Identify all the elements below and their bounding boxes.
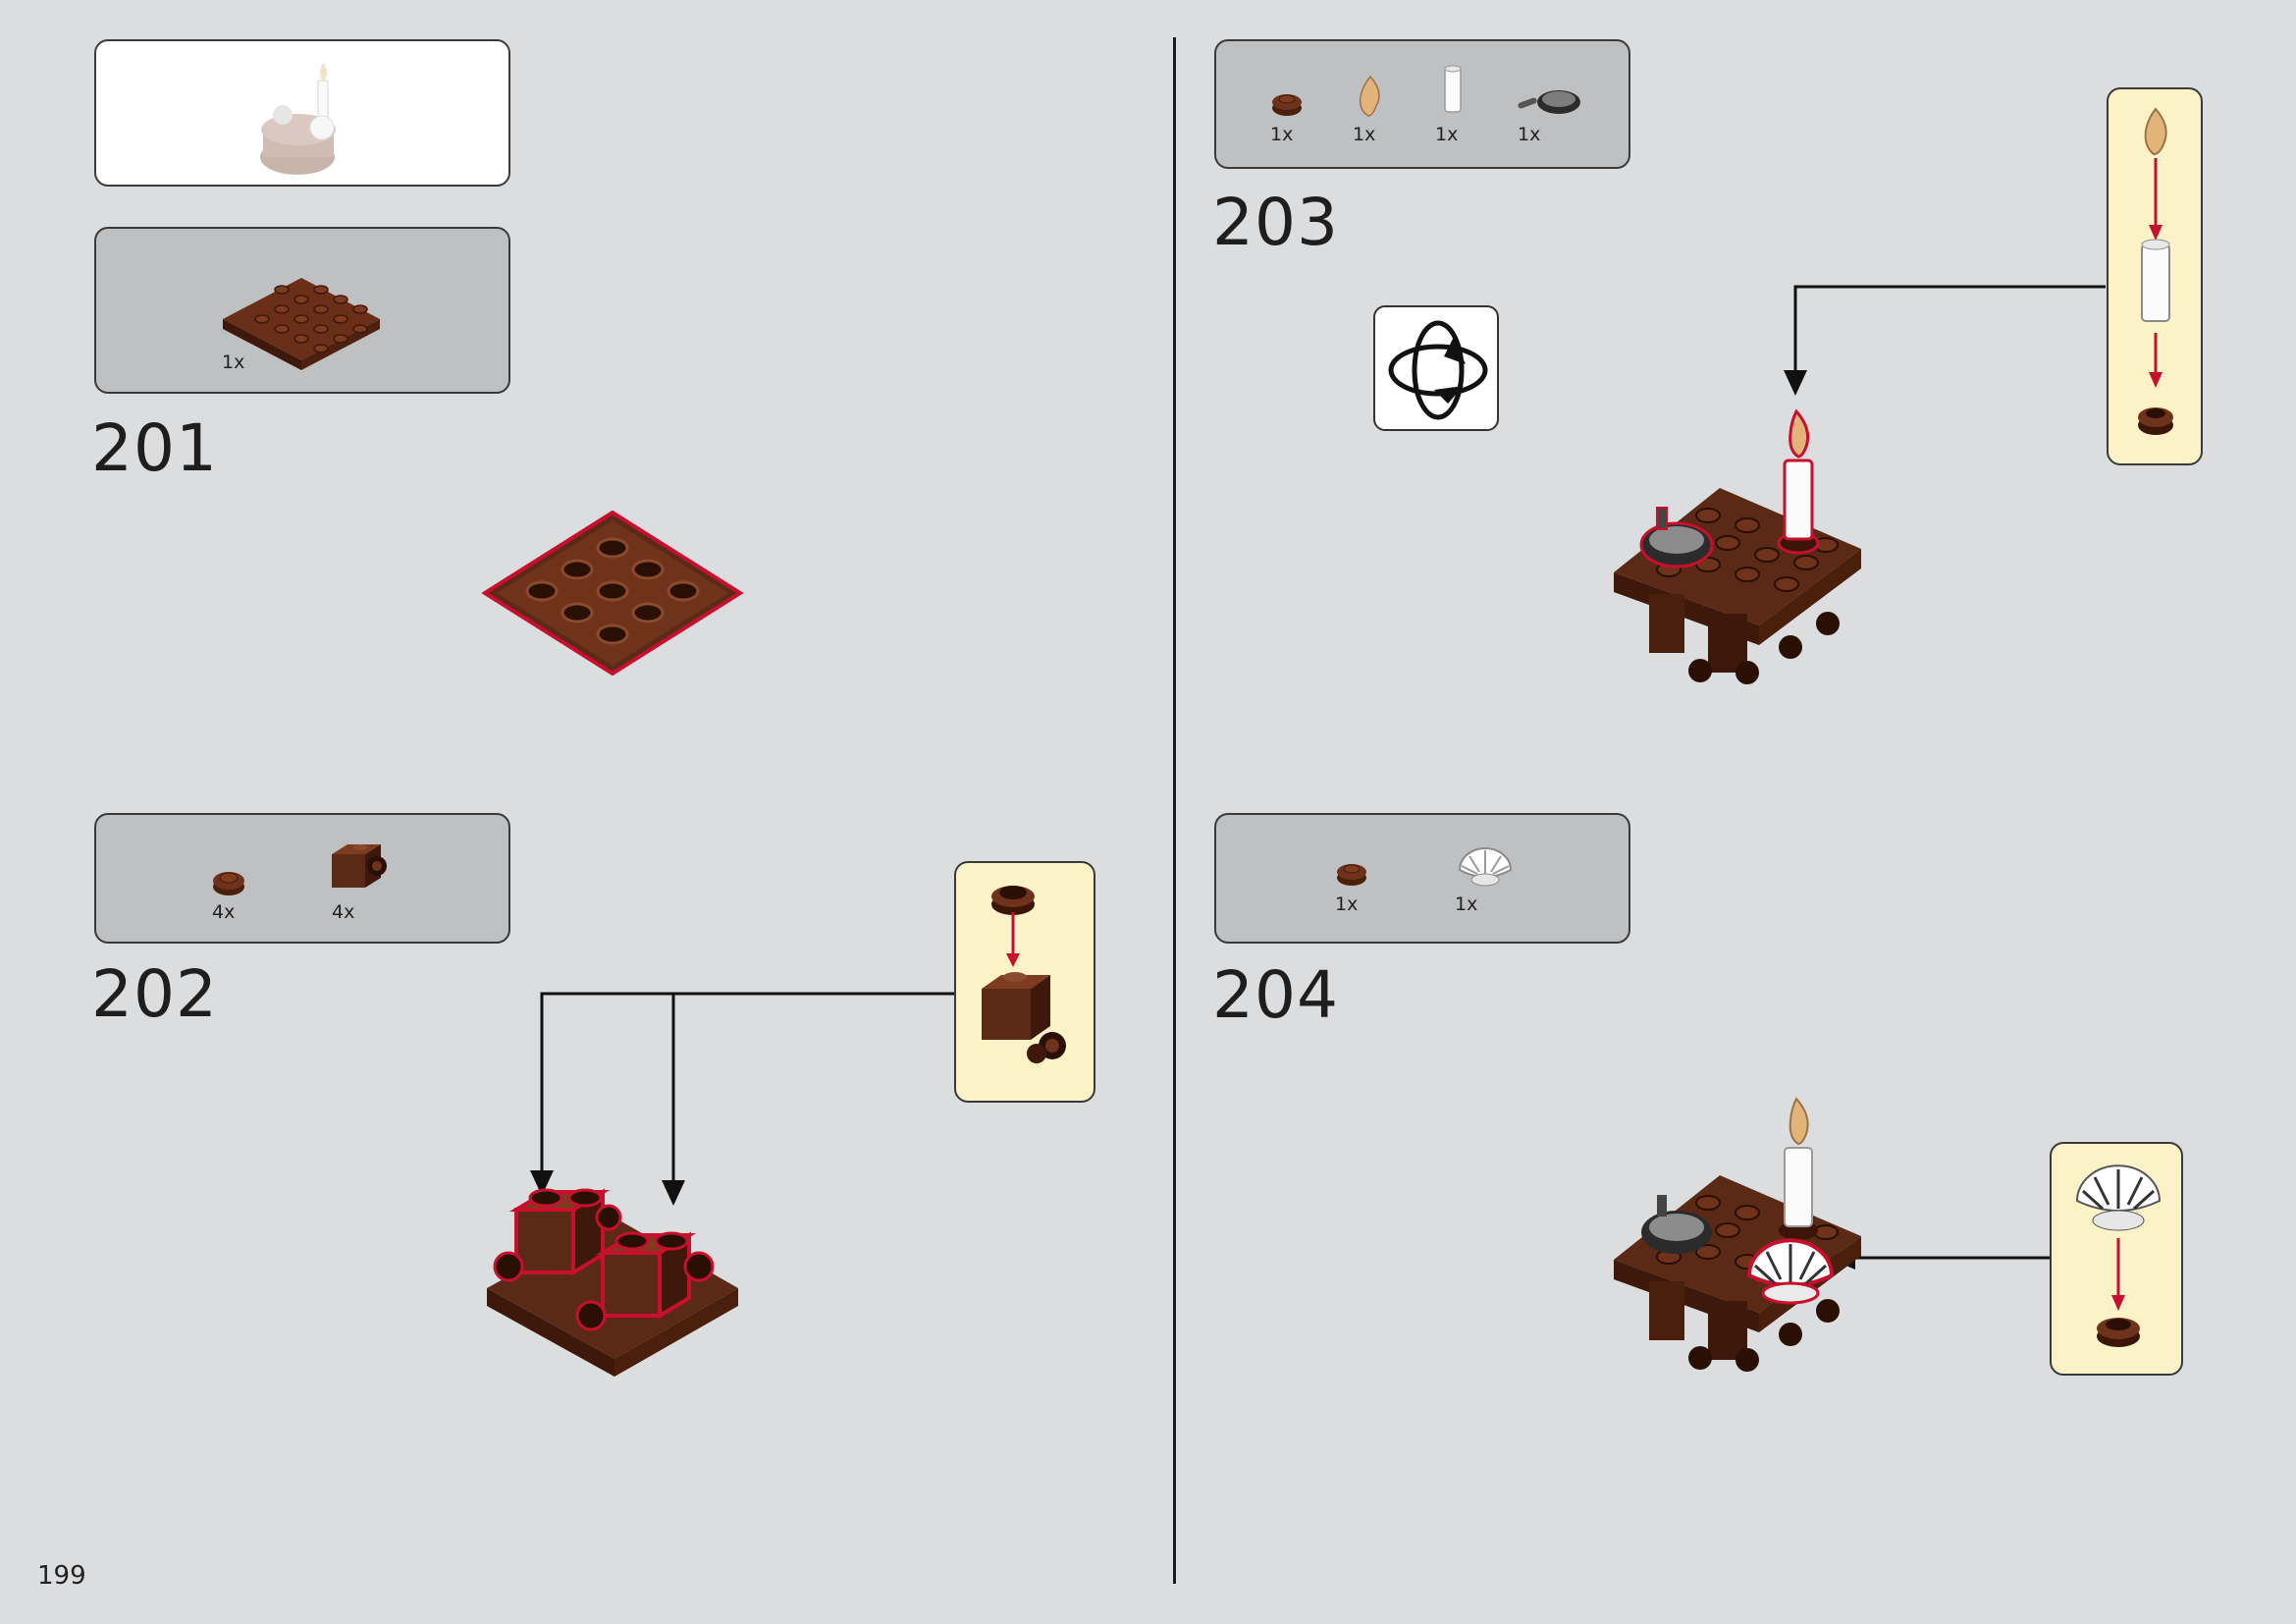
sub-assembly-callout-204 [2050,1142,2183,1376]
sub-assembly-callout-203 [2107,87,2203,465]
rotate-model-icon [1373,305,1499,431]
white-candle-bar-icon [1444,65,1462,113]
parts-list-step-201: 1x [94,227,510,394]
sub-assembly-callout-202 [954,861,1095,1103]
step-203-arrow [1784,285,2106,396]
page-divider [1173,37,1176,1584]
part-quantity: 1x [1353,124,1376,145]
step-204-model [1614,1097,1861,1372]
completed-model-preview-icon [260,63,336,175]
parts-list-step-204: 1x 1x [1214,813,1630,944]
part-quantity: 1x [1270,124,1294,145]
parts-list-step-202: 4x 4x [94,813,510,944]
step-202-arrows [530,992,954,1206]
brown-brick-with-clip-icon [332,844,387,888]
step-201-model [481,510,744,677]
part-quantity: 4x [212,901,236,923]
brown-4x4-plate-icon [223,278,380,370]
grey-frying-pan-icon [1518,90,1580,114]
sub-assembly-202-icon [982,886,1066,1063]
part-quantity: 1x [1455,893,1478,915]
step-202-model [487,1188,738,1377]
part-quantity: 1x [1435,124,1459,145]
part-quantity: 1x [222,352,245,373]
part-quantity: 1x [1335,893,1359,915]
parts-list-step-203: 1x 1x 1x 1x [1214,39,1630,169]
step-number-203: 203 [1212,185,1339,260]
brown-round-plate-icon [1272,94,1302,116]
part-quantity: 1x [1518,124,1541,145]
tan-flame-icon [1359,75,1380,117]
sub-assembly-203-icon [2138,107,2173,435]
sub-assembly-204-icon [2075,1164,2162,1347]
step-203-model [1614,408,1861,684]
step-number-201: 201 [91,410,218,486]
step-number-202: 202 [91,956,218,1032]
brown-round-plate-icon [213,872,244,895]
step-number-204: 204 [1212,957,1339,1033]
page-number: 199 [37,1561,86,1591]
white-dome-icon [1458,847,1513,887]
preview-box [94,39,510,187]
part-quantity: 4x [332,901,355,923]
brown-round-plate-icon [1337,864,1366,886]
